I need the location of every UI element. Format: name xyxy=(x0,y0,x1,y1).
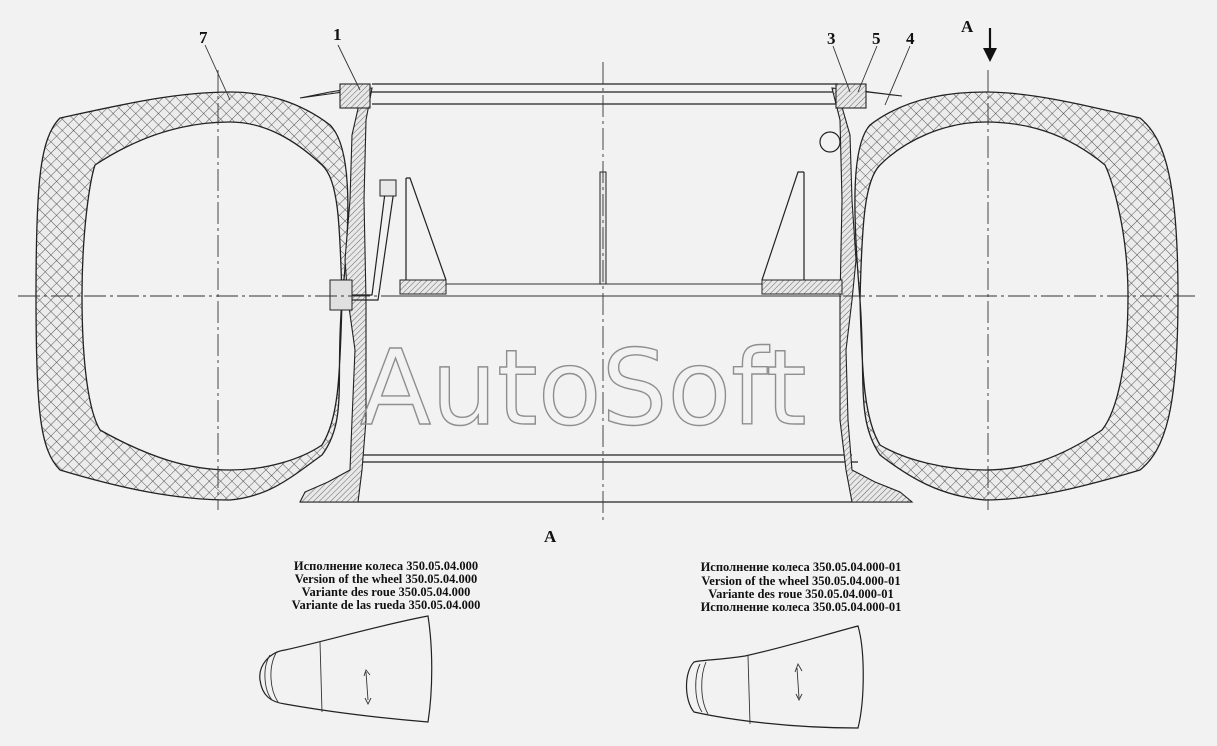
watermark: AutoSoft xyxy=(360,327,807,449)
caption-right-line-1: Исполнение колеса 350.05.04.000-01 xyxy=(701,560,902,574)
callout-1: 1 xyxy=(333,25,342,44)
caption-left: Исполнение колеса 350.05.04.000 Version … xyxy=(292,559,481,612)
caption-left-line-1: Исполнение колеса 350.05.04.000 xyxy=(294,559,478,573)
caption-left-line-4: Variante de las rueda 350.05.04.000 xyxy=(292,598,481,612)
caption-right-line-4: Исполнение колеса 350.05.04.000-01 xyxy=(701,600,902,614)
tire-variant-left xyxy=(259,615,433,723)
callout-leaders xyxy=(204,44,911,106)
caption-right-line-2: Version of the wheel 350.05.04.000-01 xyxy=(701,574,900,588)
callout-5: 5 xyxy=(872,29,881,48)
callout-3: 3 xyxy=(827,29,836,48)
caption-left-line-3: Variante des roue 350.05.04.000 xyxy=(302,585,471,599)
caption-left-line-2: Version of the wheel 350.05.04.000 xyxy=(295,572,478,586)
caption-right-line-3: Variante des roue 350.05.04.000-01 xyxy=(708,587,893,601)
tire-variant-right xyxy=(685,625,864,729)
right-tire-section xyxy=(854,91,1179,501)
callout-4: 4 xyxy=(906,29,915,48)
section-mark-top: A xyxy=(961,17,974,36)
caption-right: Исполнение колеса 350.05.04.000-01 Versi… xyxy=(701,560,902,614)
center-lines xyxy=(18,62,1196,522)
callout-7: 7 xyxy=(199,28,208,47)
left-tire-section xyxy=(35,91,349,501)
section-arrow-icon xyxy=(983,28,997,62)
section-mark-bottom: A xyxy=(544,527,557,546)
